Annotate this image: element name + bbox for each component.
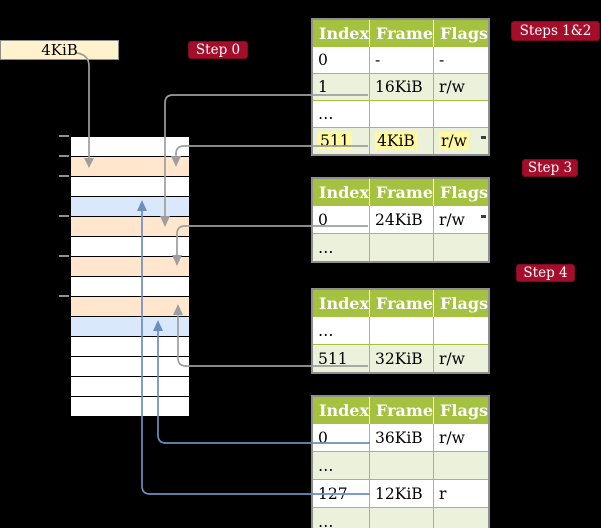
address-tick bbox=[59, 135, 69, 137]
cell-text: … bbox=[318, 105, 334, 123]
column-header: Index bbox=[312, 19, 370, 47]
cell-text: 0 bbox=[318, 51, 328, 69]
cell-text: 32KiB bbox=[375, 349, 423, 368]
step0-label-text: Step 0 bbox=[195, 42, 241, 58]
table-header-row: Index Frame Flags bbox=[312, 19, 490, 47]
steps-1-2-label: Steps 1&2 bbox=[511, 21, 600, 41]
cell-text: - bbox=[439, 51, 445, 69]
memory-frame-row bbox=[70, 236, 190, 257]
table-row: … bbox=[311, 507, 490, 528]
cell-text: r/w bbox=[439, 349, 465, 368]
column-header: Index bbox=[312, 396, 370, 424]
cell-text: 0 bbox=[318, 428, 328, 447]
column-header: Flags bbox=[433, 178, 490, 206]
column-header: Frame bbox=[369, 289, 434, 317]
table-row-highlighted: 511 4KiB r/w bbox=[311, 127, 490, 156]
step4-label-text: Step 4 bbox=[523, 265, 568, 281]
table-row: … bbox=[311, 451, 490, 480]
table-row: … bbox=[311, 233, 490, 263]
memory-frame-row bbox=[70, 276, 190, 297]
memory-frame-row bbox=[70, 336, 190, 357]
base-register-box: 4KiB bbox=[0, 40, 119, 60]
column-header: Index bbox=[312, 178, 370, 206]
cell-text: 127 bbox=[318, 484, 348, 503]
memory-frame-row bbox=[70, 316, 190, 337]
table-header-row: Index Frame Flags bbox=[312, 178, 490, 206]
table-row: 511 32KiB r/w bbox=[311, 344, 490, 374]
step3-label-text: Step 3 bbox=[527, 160, 573, 176]
steps-1-2-label-text: Steps 1&2 bbox=[519, 23, 592, 39]
table-row: 0 36KiB r/w bbox=[311, 423, 490, 452]
memory-frame-row bbox=[70, 256, 190, 277]
memory-frame-row bbox=[70, 296, 190, 317]
cell-text: 24KiB bbox=[375, 210, 423, 229]
cell-text: 1 bbox=[318, 78, 328, 96]
table-row: 0 24KiB r/w bbox=[311, 205, 490, 234]
leaf-page-table: Index Frame Flags 0 36KiB r/w … 127 12Ki… bbox=[311, 395, 491, 528]
cell-text: … bbox=[318, 512, 334, 528]
address-tick bbox=[59, 255, 69, 257]
cell-text: r/w bbox=[439, 132, 469, 150]
cell-text: r/w bbox=[439, 210, 465, 229]
column-header: Index bbox=[312, 289, 370, 317]
address-tick bbox=[59, 215, 69, 217]
memory-frame-row bbox=[70, 136, 190, 157]
table-right-notch bbox=[481, 136, 486, 139]
column-header: Flags bbox=[433, 289, 490, 317]
step4-label: Step 4 bbox=[516, 264, 575, 282]
cell-text: 4KiB bbox=[375, 132, 417, 150]
step3-label: Step 3 bbox=[522, 159, 578, 177]
root-page-table: Index Frame Flags 0 - - 1 16KiB r/w … 51… bbox=[311, 18, 491, 156]
column-header: Flags bbox=[433, 396, 490, 424]
table-header-row: Index Frame Flags bbox=[312, 396, 490, 424]
memory-frame-row bbox=[70, 196, 190, 217]
cell-text: 511 bbox=[318, 132, 352, 150]
table-row: 1 16KiB r/w bbox=[311, 73, 490, 101]
cell-text: 511 bbox=[318, 349, 348, 368]
address-tick bbox=[59, 155, 69, 157]
memory-frame-row bbox=[70, 156, 190, 177]
cell-text: 12KiB bbox=[375, 484, 423, 503]
cell-text: … bbox=[318, 321, 334, 340]
level1-page-table: Index Frame Flags 0 24KiB r/w … bbox=[311, 177, 491, 263]
column-header: Frame bbox=[369, 178, 434, 206]
table-right-notch bbox=[481, 215, 486, 218]
table-row: 127 12KiB r bbox=[311, 479, 490, 508]
column-header: Frame bbox=[369, 19, 434, 47]
cell-text: … bbox=[318, 238, 334, 257]
step0-label: Step 0 bbox=[188, 41, 248, 59]
address-tick bbox=[59, 175, 69, 177]
memory-frame-row bbox=[70, 216, 190, 237]
cell-text: 36KiB bbox=[375, 428, 423, 447]
memory-frame-row bbox=[70, 176, 190, 197]
memory-frame-row bbox=[70, 376, 190, 397]
cell-text: … bbox=[318, 456, 334, 475]
physical-memory-stack bbox=[70, 136, 190, 417]
cell-text: r/w bbox=[439, 428, 465, 447]
memory-frame-row bbox=[70, 356, 190, 377]
table-row: … bbox=[311, 100, 490, 128]
cell-text: 16KiB bbox=[375, 78, 423, 96]
cell-text: 0 bbox=[318, 210, 328, 229]
table-row: … bbox=[311, 316, 490, 345]
address-tick bbox=[59, 295, 69, 297]
table-row: 0 - - bbox=[311, 46, 490, 74]
table-header-row: Index Frame Flags bbox=[312, 289, 490, 317]
memory-frame-row bbox=[70, 396, 190, 417]
cell-text: r bbox=[439, 484, 447, 503]
cell-text: r/w bbox=[439, 78, 465, 96]
cell-text: - bbox=[375, 51, 381, 69]
level2-page-table: Index Frame Flags … 511 32KiB r/w bbox=[311, 288, 491, 374]
column-header: Frame bbox=[369, 396, 434, 424]
base-register-label: 4KiB bbox=[41, 41, 78, 59]
column-header: Flags bbox=[433, 19, 490, 47]
